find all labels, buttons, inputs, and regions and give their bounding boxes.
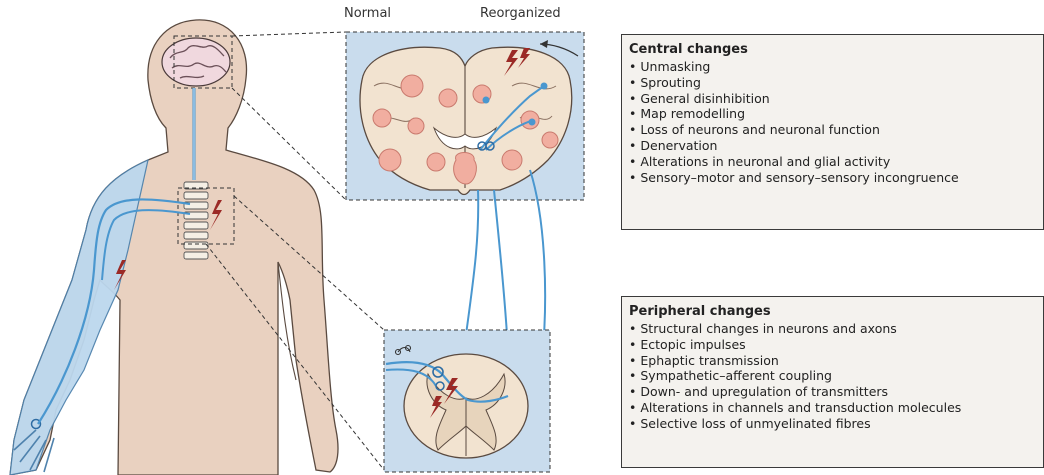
- human-figure: [10, 20, 338, 475]
- peripheral-changes-list: Structural changes in neurons and axons …: [629, 321, 1036, 432]
- central-changes-list: Unmasking Sprouting General disinhibitio…: [629, 59, 1036, 185]
- list-item: Loss of neurons and neuronal function: [629, 122, 1036, 138]
- spinal-section-panel: [384, 330, 550, 472]
- list-item: Unmasking: [629, 59, 1036, 75]
- list-item: General disinhibition: [629, 91, 1036, 107]
- list-item: Down- and upregulation of transmitters: [629, 384, 1036, 400]
- normal-label: Normal: [344, 6, 391, 21]
- list-item: Sensory–motor and sensory–sensory incong…: [629, 170, 1036, 186]
- central-changes-title: Central changes: [629, 42, 1036, 58]
- central-changes-box: Central changes Unmasking Sprouting Gene…: [621, 34, 1044, 230]
- list-item: Ectopic impulses: [629, 337, 1036, 353]
- list-item: Structural changes in neurons and axons: [629, 321, 1036, 337]
- peripheral-changes-title: Peripheral changes: [629, 304, 1036, 320]
- list-item: Alterations in neuronal and glial activi…: [629, 154, 1036, 170]
- list-item: Denervation: [629, 138, 1036, 154]
- reorganized-label: Reorganized: [480, 6, 561, 21]
- peripheral-changes-box: Peripheral changes Structural changes in…: [621, 296, 1044, 468]
- list-item: Map remodelling: [629, 106, 1036, 122]
- list-item: Sympathetic–afferent coupling: [629, 368, 1036, 384]
- brain-icon: [162, 38, 230, 86]
- list-item: Alterations in channels and transduction…: [629, 400, 1036, 416]
- list-item: Selective loss of unmyelinated fibres: [629, 416, 1036, 432]
- list-item: Sprouting: [629, 75, 1036, 91]
- list-item: Ephaptic transmission: [629, 353, 1036, 369]
- brain-section-panel: [346, 32, 584, 200]
